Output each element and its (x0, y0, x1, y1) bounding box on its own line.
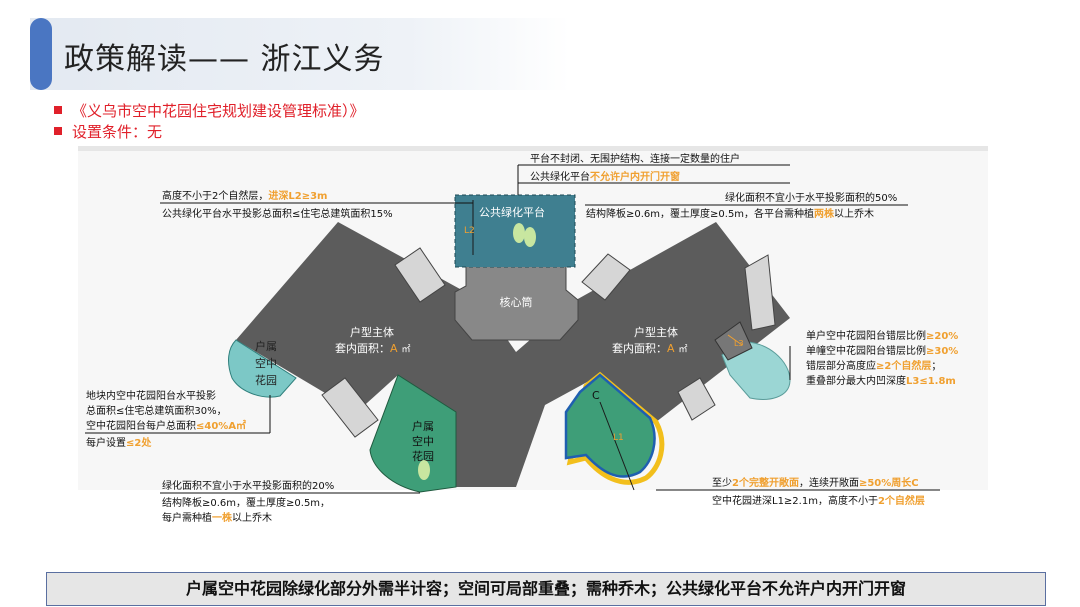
mid-garden-label-3: 花园 (412, 450, 434, 463)
bullet-item-2: 设置条件：无 (54, 121, 162, 142)
tree-icon-middle (418, 460, 430, 480)
core-tube (454, 261, 579, 341)
note-right1-line2: 结构降板≥0.6m，覆土厚度≥0.5m，各平台需种植两株以上乔木 (586, 207, 874, 220)
note-right2-line1: 单户空中花园阳台错层比例≥20% (806, 329, 958, 342)
note-left2-line3: 空中花园阳台每户总面积≤40%A㎡ (86, 419, 246, 432)
note-right2-line3: 错层部分高度应≥2个自然层； (806, 359, 941, 372)
left-garden-label-1: 户属 (255, 339, 277, 353)
bullet-text-1: 《义乌市空中花园住宅规划建设管理标准）》 (72, 102, 365, 120)
note-left3-line2: 结构降板≥0.6m，覆土厚度≥0.5m， (162, 496, 330, 509)
note-right2-line2: 单幢空中花园阳台错层比例≥30% (806, 344, 958, 357)
left-garden-label-2: 空中 (255, 356, 277, 370)
note-top-line2: 公共绿化平台不允许户内开门开窗 (530, 170, 680, 183)
left-sky-garden (228, 339, 297, 398)
middle-sky-garden (369, 374, 457, 493)
bullet-item-1: 《义乌市空中花园住宅规划建设管理标准）》 (54, 100, 365, 121)
page-title: 政策解读—— 浙江义务 (64, 42, 385, 77)
right-unit-label: 户型主体 (634, 325, 678, 339)
bullet-square-icon (54, 106, 62, 114)
left-garden-label-3: 花园 (255, 374, 277, 387)
public-platform-edge (466, 262, 566, 267)
note-top-line1: 平台不封闭、无围护结构、连接一定数量的住户 (530, 152, 740, 165)
bullet-square-icon (54, 127, 62, 135)
note-right3-line2: 空中花园进深L1≥2.1m，高度不小于2个自然层 (712, 494, 925, 507)
balcony-left-lower (321, 377, 379, 438)
balcony-left-upper (394, 247, 446, 303)
mid-garden-label-1: 户属 (412, 419, 434, 433)
note-left3-line3: 每户需种植一株以上乔木 (162, 511, 272, 524)
tree-icon-platform-2 (524, 227, 536, 247)
title-accent-bar (30, 18, 52, 90)
bullet-text-2: 设置条件：无 (72, 123, 163, 141)
note-right3-line1: 至少2个完整开敞面，连续开敞面≥50%周长C (712, 476, 919, 489)
note-right2-line4: 重叠部分最大内凹深度L3≤1.8m (806, 374, 956, 387)
l1-dimension-line (599, 401, 635, 491)
left-unit-label: 户型主体 (350, 325, 394, 339)
right-blue-sky-garden (564, 373, 656, 478)
core-label: 核心筒 (500, 295, 533, 309)
note-left3-line1: 绿化面积不宜小于水平投影面积的20% (162, 479, 334, 492)
summary-bar: 户属空中花园除绿化部分外需半计容；空间可局部重叠；需种乔木；公共绿化平台不允许户… (46, 572, 1046, 606)
l3-label: L3 (734, 339, 744, 348)
balcony-right-lower (677, 377, 716, 421)
right-unit-body (516, 222, 790, 487)
public-green-platform (454, 194, 576, 268)
public-platform-label: 公共绿化平台 (479, 205, 545, 219)
diagram-panel-shadow (78, 146, 988, 151)
left-unit-body (236, 222, 516, 487)
l2-label: L2 (464, 226, 475, 236)
note-left2-line2: 总面积≤住宅总建筑面积30%， (86, 404, 227, 417)
c-label: C (592, 389, 600, 402)
balcony-right-side (744, 254, 776, 331)
note-left1-line2: 公共绿化平台水平投影总面积≤住宅总建筑面积15% (162, 207, 393, 220)
title-background (30, 18, 570, 90)
garden-open-edge-yellow (566, 371, 665, 485)
tree-icon-platform-1 (513, 223, 525, 243)
mid-garden-label-2: 空中 (412, 434, 434, 448)
balcony-right-upper (581, 253, 631, 301)
right-garden-step (714, 321, 753, 361)
note-left2-line4: 每户设置≤2处 (86, 436, 152, 449)
l3-dimension-line (727, 334, 743, 346)
l1-label: L1 (613, 433, 624, 443)
note-right1-line1: 绿化面积不宜小于水平投影面积的50% (725, 191, 897, 204)
note-left1-line1: 高度不小于2个自然层，进深L2≥3m (162, 189, 327, 202)
note-left2-line1: 地块内空中花园阳台水平投影 (86, 389, 216, 402)
